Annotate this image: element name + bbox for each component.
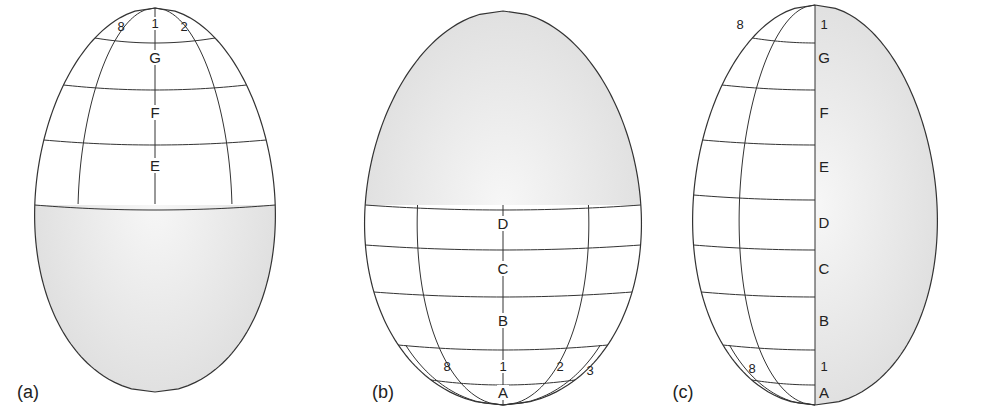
latitude-line — [701, 292, 815, 297]
meridian-line — [503, 205, 504, 405]
egg-body — [365, 11, 642, 405]
meridian-number: 8 — [442, 360, 451, 373]
zone-letter: B — [497, 313, 509, 328]
zone-letter: G — [148, 50, 162, 65]
latitude-line — [723, 345, 815, 350]
meridian-number: 8 — [747, 362, 756, 375]
zone-letter: B — [818, 313, 830, 328]
zone-letter: A — [497, 385, 509, 400]
latitude-line — [694, 245, 815, 250]
zone-letter: C — [497, 261, 510, 276]
egg — [35, 8, 276, 392]
zone-letter: F — [818, 105, 829, 120]
panel-label: (a) — [16, 383, 40, 401]
meridian-number: 1 — [819, 360, 828, 373]
latitude-line — [35, 205, 275, 210]
latitude-line — [694, 195, 815, 200]
meridian-line — [729, 345, 815, 405]
zone-letter: D — [497, 216, 510, 231]
zone-letter: F — [149, 105, 160, 120]
meridian-line — [503, 345, 600, 405]
panel-label: (b) — [371, 383, 395, 401]
meridian-number: 8 — [116, 20, 125, 33]
latitude-line — [752, 38, 815, 43]
meridian-number: 3 — [585, 364, 594, 377]
shaded-half — [365, 11, 642, 205]
meridian-line — [406, 345, 503, 405]
egg — [365, 11, 642, 405]
latitude-line — [722, 85, 815, 90]
zone-letter: D — [818, 215, 831, 230]
latitude-line — [703, 140, 815, 145]
panel-label: (c) — [672, 383, 695, 401]
zone-letter: E — [149, 158, 161, 173]
zone-letter: C — [818, 261, 831, 276]
meridian-line — [78, 8, 155, 204]
meridian-number: 8 — [735, 18, 744, 31]
meridian-line — [155, 8, 232, 204]
meridian-number: 2 — [555, 360, 564, 373]
egg — [693, 5, 938, 405]
zone-letter: G — [817, 50, 831, 65]
egg-outline — [35, 8, 276, 392]
shaded-half — [815, 5, 937, 405]
shaded-half — [35, 205, 276, 392]
egg-outline — [693, 5, 938, 405]
meridian-number: 1 — [819, 18, 828, 31]
meridian-line — [739, 5, 815, 405]
meridian-number: 1 — [150, 17, 159, 30]
zone-letter: E — [818, 159, 830, 174]
meridian-number: 2 — [179, 20, 188, 33]
egg-outline — [365, 11, 642, 405]
meridian-line — [815, 5, 816, 405]
meridian-number: 1 — [498, 360, 507, 373]
egg-body — [693, 5, 938, 405]
zone-letter: A — [818, 385, 830, 400]
egg-body — [35, 8, 276, 392]
